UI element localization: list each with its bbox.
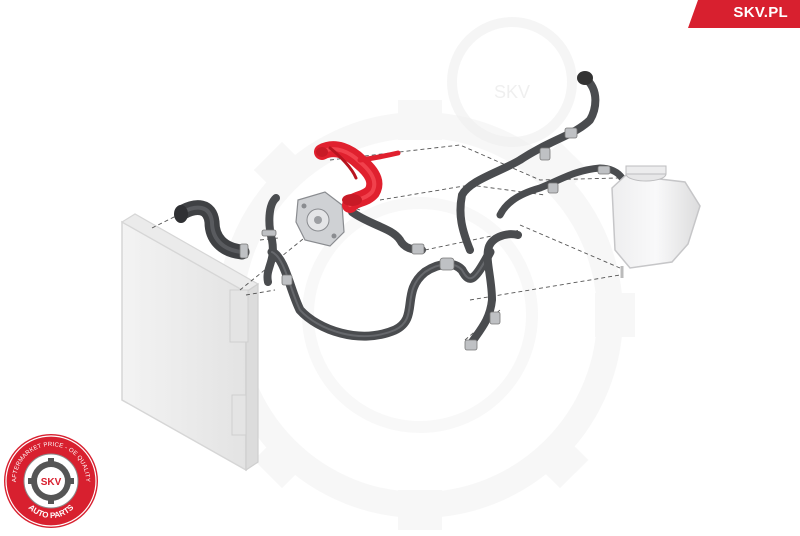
brand-tag: SKV.PL bbox=[688, 0, 800, 28]
reservoir-feed-hose bbox=[496, 164, 626, 219]
heater-hose bbox=[466, 230, 522, 349]
expansion-tank bbox=[611, 165, 701, 278]
radiator bbox=[120, 213, 260, 472]
hose-end bbox=[174, 205, 188, 223]
watermark-text: SKV bbox=[494, 82, 530, 102]
water-pump bbox=[295, 191, 345, 247]
seal-gear-icon bbox=[28, 458, 74, 504]
coolant-hoses bbox=[174, 74, 626, 349]
radiator-return-hose bbox=[263, 194, 280, 286]
watermark-logo: SKV bbox=[447, 17, 577, 147]
highlighted-hose-part bbox=[314, 141, 401, 213]
seal-center-text: SKV bbox=[41, 477, 62, 488]
pump-outlet-hose bbox=[348, 208, 426, 254]
expansion-tank-pipe bbox=[456, 74, 600, 254]
quality-seal: SKV AFTERMARKET PRICE - OE QUALITY AUTO … bbox=[2, 432, 100, 530]
hose-clamps bbox=[239, 127, 611, 351]
brand-site-label: SKV.PL bbox=[733, 4, 788, 21]
pipe-cap bbox=[577, 71, 593, 85]
watermark-gear bbox=[205, 100, 635, 530]
